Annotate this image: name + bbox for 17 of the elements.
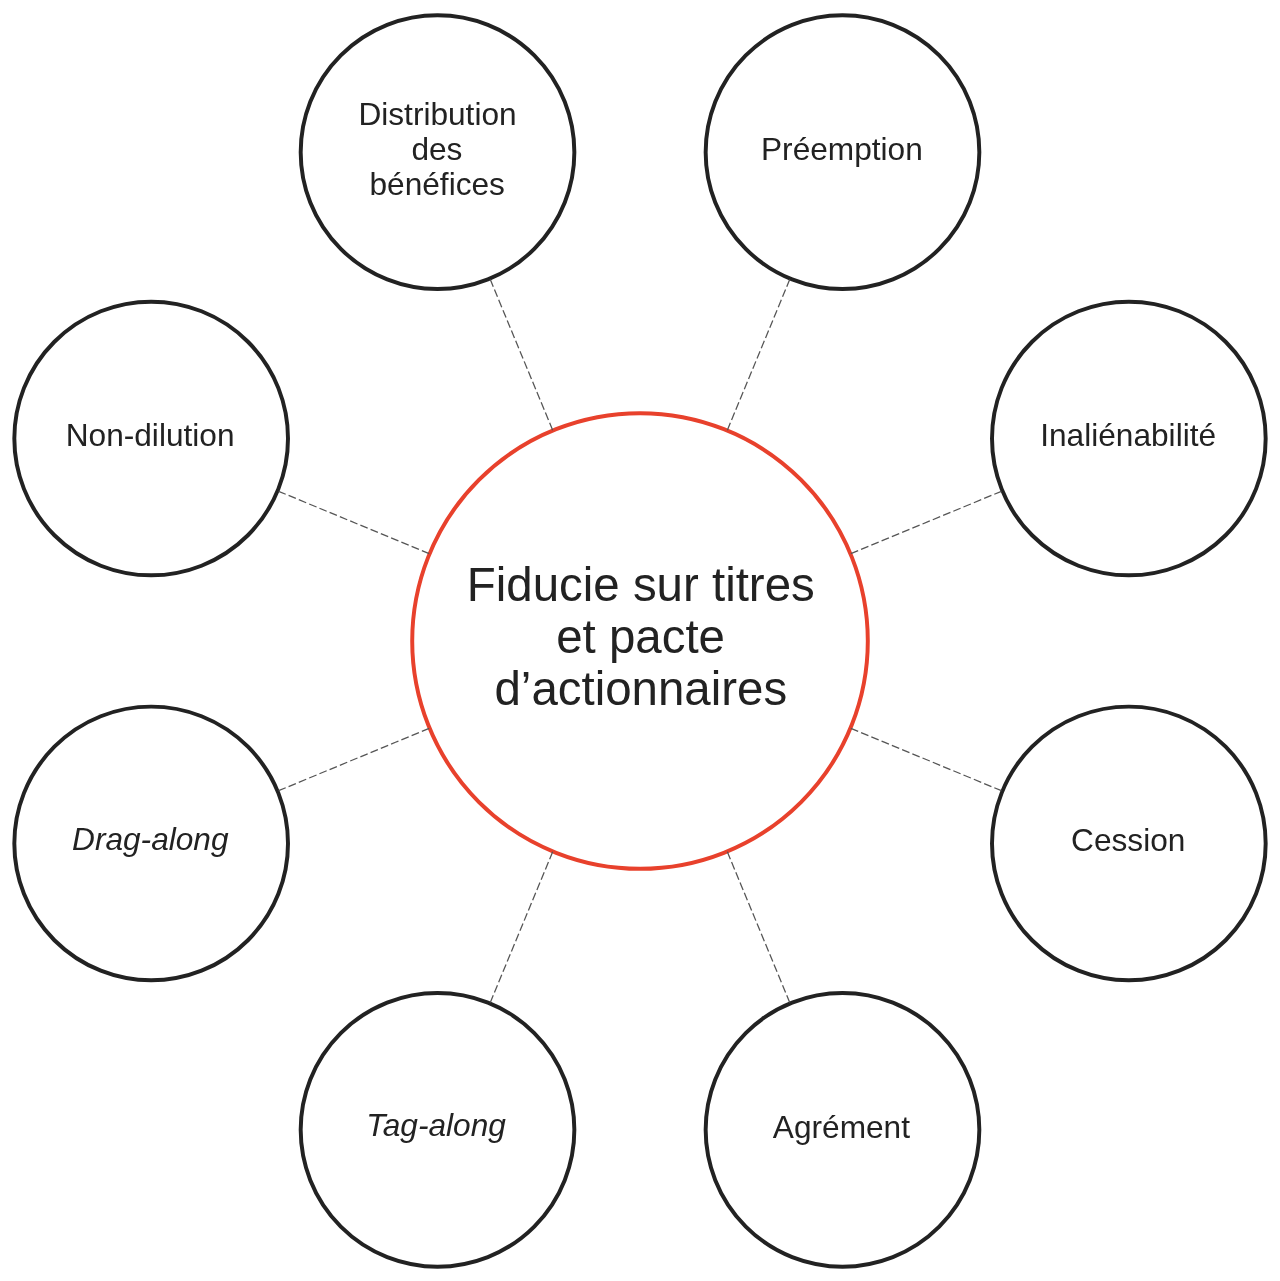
node-circle: Agrément <box>703 990 982 1269</box>
connector <box>277 727 430 791</box>
node-circle: Distribution des bénéfices <box>298 12 577 291</box>
connector <box>726 850 791 1003</box>
node-circle: Drag-along <box>12 704 290 982</box>
node-circle: Tag-along <box>298 990 577 1269</box>
node-circle: Préemption <box>703 12 982 291</box>
connector <box>850 727 1003 791</box>
node-circle: Inaliénabilité <box>990 299 1268 577</box>
connector <box>489 278 554 431</box>
connector <box>726 278 791 431</box>
node-circle: Non-dilution <box>12 299 290 577</box>
node-circle: Fiducie sur titres et pacte d’actionnaires <box>410 410 870 871</box>
connector <box>850 490 1003 554</box>
node-circle: Cession <box>990 704 1268 982</box>
connector <box>277 490 430 554</box>
connector <box>489 850 554 1003</box>
